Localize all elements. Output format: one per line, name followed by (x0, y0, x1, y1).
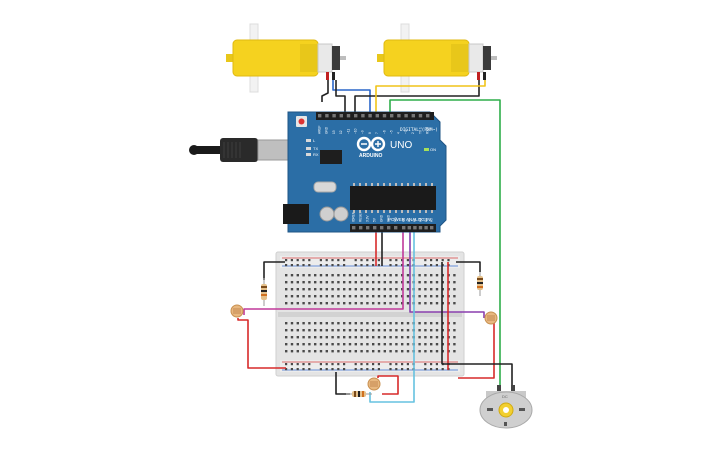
pin-label: 3.3V (366, 215, 370, 222)
pin-label: ~10 (354, 128, 358, 134)
digital-header-label: DIGITAL (PWM~) (400, 127, 438, 133)
pin-label: AREF (318, 125, 322, 134)
pin-label: A1 (407, 218, 411, 222)
digital-header (316, 112, 434, 120)
pin-label: A5 (430, 218, 434, 222)
pin-label: 7 (375, 132, 379, 134)
on-led (424, 148, 429, 151)
pin-label: 12 (339, 130, 343, 134)
wire-black-dc-motor (442, 363, 513, 388)
pin-label: 2 (411, 132, 415, 134)
pin-label: A3 (418, 218, 422, 222)
power-header-label: POWER (388, 217, 406, 222)
pin-label: GND (387, 214, 391, 222)
pin-label: 13 (332, 130, 336, 134)
photoresistor-left (230, 304, 244, 318)
atmega-chip (350, 186, 436, 210)
crystal (313, 181, 337, 193)
pin-label: ~6 (382, 130, 386, 134)
pin-label: A2 (413, 218, 417, 222)
resistor-bottom (346, 391, 372, 397)
reset-button-cap (298, 118, 305, 125)
l-led-label: L (313, 138, 316, 143)
dc-motor-label: DC (502, 394, 508, 399)
pin-label: 4 (397, 132, 401, 134)
pin-label: ~5 (390, 130, 394, 134)
resistor-right (477, 272, 483, 296)
photoresistor-right (484, 311, 498, 325)
pin-label: GND (325, 126, 329, 134)
pin-label: 5V (373, 217, 377, 222)
tx-led (306, 147, 311, 150)
gear-motor-left (226, 23, 346, 93)
on-led-label: ON (430, 147, 436, 152)
wire-black-motor-left-a (321, 80, 329, 102)
pin-label: RESET (359, 211, 363, 222)
wire-green-dc-motor (389, 99, 501, 388)
wire-black-left-rail (263, 261, 285, 280)
analog-header (400, 224, 436, 232)
gear-motor-right (377, 23, 497, 93)
pin-label: ~3 (404, 130, 408, 134)
pin-label: ~9 (361, 130, 365, 134)
wire-red-bottom (377, 375, 399, 395)
usb-cable (189, 138, 289, 162)
pin-label: Vin (394, 217, 398, 222)
capacitor-left (319, 206, 335, 222)
wire-purple-a1 (409, 228, 485, 318)
usb-chip (320, 150, 342, 164)
power-jack (283, 204, 309, 224)
wire-black-motor-left-b (335, 80, 346, 112)
pin-label: A0 (402, 218, 406, 222)
wire-red-left-rail (237, 318, 286, 369)
pin-label: IOREF (352, 212, 356, 222)
wire-magenta-a0 (243, 228, 404, 315)
arduino-model: UNO (390, 140, 412, 151)
rx-led (306, 153, 311, 156)
rx-led-label: RX (313, 152, 319, 157)
wire-blue-motor-left (332, 80, 371, 112)
wire-black-motor-right (354, 80, 480, 112)
tx-led-label: TX (313, 146, 318, 151)
pin-label: ~11 (346, 129, 350, 134)
wire-yellow-motor-right (375, 80, 486, 112)
pin-label: 8 (368, 132, 372, 134)
pin-label: A4 (424, 218, 428, 222)
breadboard (275, 251, 465, 377)
wire-red-right-side (458, 322, 495, 379)
pin-label: TX 1 (418, 127, 422, 134)
wire-lightblue-a2 (369, 228, 415, 403)
wires (237, 80, 513, 403)
arduino-logo-icon (356, 136, 386, 152)
wire-black-bottom (335, 372, 350, 395)
pin-label: RX 0 (426, 127, 430, 134)
photoresistor-bottom (367, 377, 381, 391)
l-led (306, 139, 311, 142)
analog-header-label: ANALOG IN (406, 217, 431, 222)
wire-black-right-rail-top (456, 261, 481, 272)
pin-label: GND (380, 214, 384, 222)
dc-motor: DC (479, 385, 533, 429)
resistor-left (261, 278, 267, 306)
arduino-brand: ARDUINO (359, 153, 382, 159)
capacitor-right (333, 206, 349, 222)
